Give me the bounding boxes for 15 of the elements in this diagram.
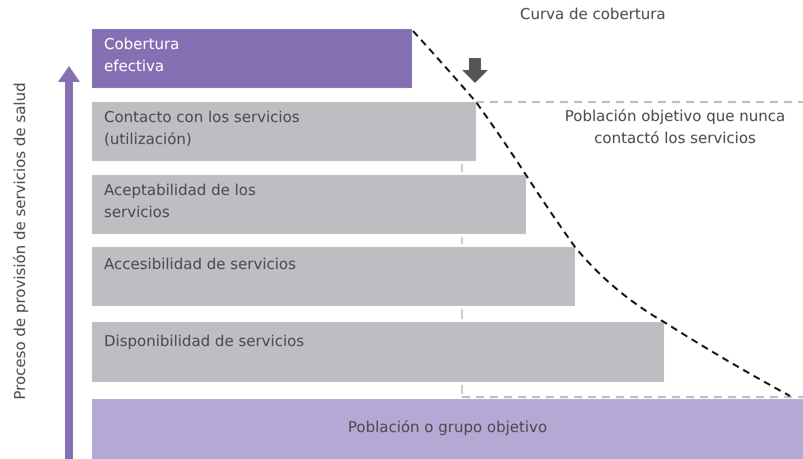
population-bar <box>92 399 803 459</box>
bar-label: Población o grupo objetivo <box>348 417 548 438</box>
bar-label: Aceptabilidad de los servicios <box>104 180 257 223</box>
region-label: Población objetivo que nunca contactó los servicios <box>564 106 786 149</box>
bar-label: Disponibilidad de servicios <box>104 331 306 352</box>
bar-label: Accesibilidad de servicios <box>104 254 297 275</box>
outcome-bar <box>92 29 412 88</box>
bar-label: Cobertura efectiva <box>104 34 180 77</box>
stage-bar <box>92 175 526 234</box>
curve-label: Curva de cobertura <box>520 4 666 25</box>
stage-bar <box>92 247 575 306</box>
bar-label: Contacto con los servicios (utilización) <box>104 107 301 150</box>
stage-bar <box>92 322 664 382</box>
axis-label: Proceso de provisión de servicios de salud <box>10 81 30 402</box>
stage-bar <box>92 102 476 161</box>
